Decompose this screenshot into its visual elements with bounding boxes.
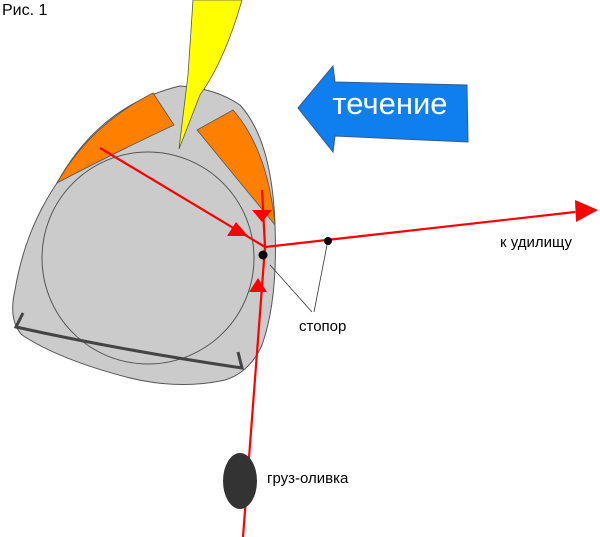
stopper-dot-1 [258, 250, 268, 260]
arrowhead-to-rod [575, 200, 598, 222]
sinker-label: груз-оливка [267, 470, 349, 487]
arrowhead-up [249, 278, 267, 292]
inner-circle [41, 151, 255, 365]
orange-fin-right [196, 109, 276, 227]
stopper-leader-1 [269, 264, 313, 313]
orange-fin-left [55, 92, 175, 184]
arrowhead-down [252, 210, 272, 222]
current-arrow [297, 64, 469, 154]
sinker [223, 453, 257, 509]
current-label: течение [332, 86, 447, 121]
to-rod-label: к удилищу [500, 234, 573, 251]
stopper-leader-2 [313, 244, 328, 313]
arrowhead-diagonal [227, 222, 248, 236]
stopper-label: стопор [299, 318, 347, 335]
yellow-fin [178, 0, 243, 150]
figure-label: Рис. 1 [2, 2, 48, 19]
wire-loop [13, 312, 244, 370]
stopper-dot-2 [324, 237, 332, 245]
